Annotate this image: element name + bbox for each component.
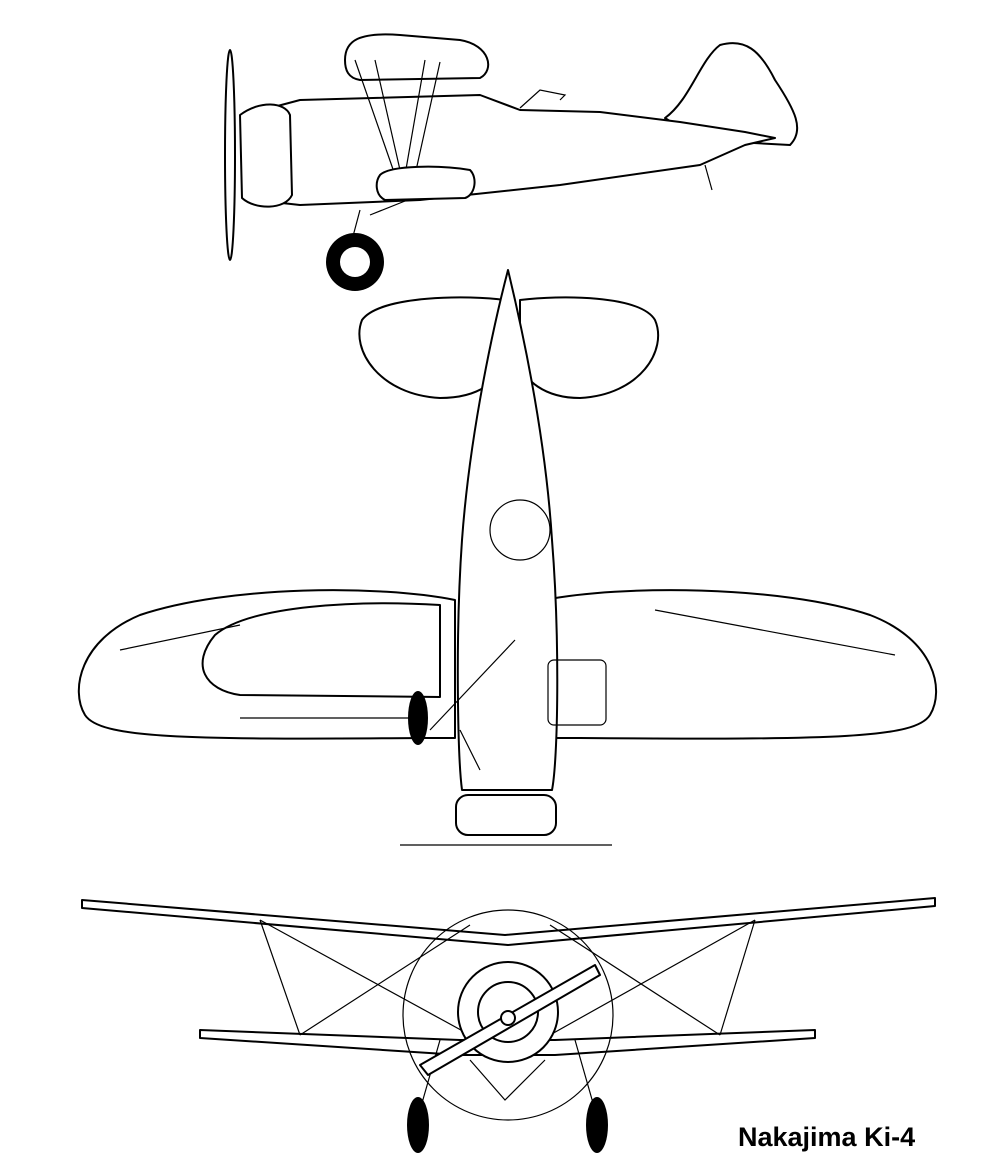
aircraft-caption: Nakajima Ki-4 [738, 1122, 916, 1152]
side-lower-wing [375, 165, 476, 201]
top-cowling [455, 794, 557, 836]
top-fuselage [456, 269, 559, 791]
top-view [77, 269, 938, 846]
side-propeller [224, 49, 236, 261]
front-view [81, 897, 936, 1153]
front-struts-wires [259, 919, 756, 1111]
side-cowling [239, 103, 293, 208]
top-wing-panel [547, 659, 607, 726]
front-right-wheel [586, 1097, 608, 1153]
side-gun [519, 89, 567, 109]
front-upper-wing [81, 897, 936, 946]
top-lower-wing-overlay [201, 602, 441, 698]
top-aileron-lines [119, 609, 896, 656]
front-left-wheel [407, 1097, 429, 1153]
front-spinner [500, 1010, 516, 1026]
top-right-stabilizer [519, 296, 660, 399]
top-wheel [408, 691, 428, 745]
side-tailskid [704, 164, 713, 191]
side-struts [351, 59, 441, 241]
top-cockpit [489, 499, 551, 561]
top-strut [240, 639, 516, 771]
side-wheel-hub [340, 247, 370, 277]
side-view [224, 33, 799, 291]
front-propeller-disc [402, 909, 614, 1121]
top-right-wing [544, 589, 938, 740]
side-upper-wing [344, 33, 490, 81]
side-tail-fin [664, 42, 799, 146]
